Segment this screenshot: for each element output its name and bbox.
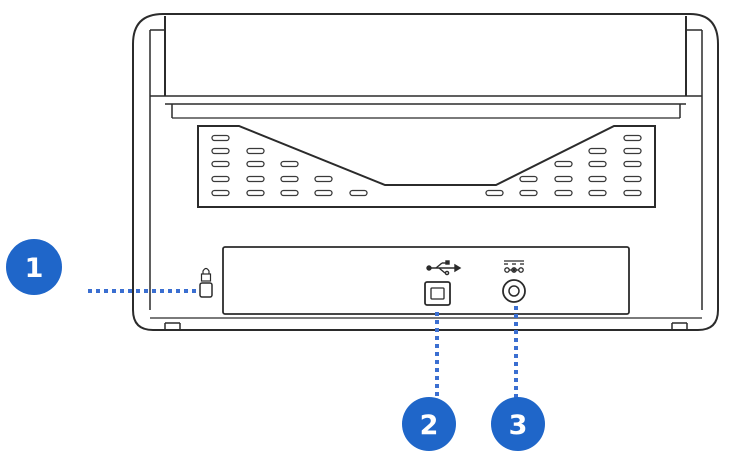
power-jack xyxy=(502,260,526,303)
vent-slot xyxy=(314,175,333,183)
vent-slot xyxy=(314,189,333,197)
callout-badge-3: 3 xyxy=(491,397,545,451)
usb-icon xyxy=(426,260,462,276)
vent-slot xyxy=(588,160,607,168)
kensington-lock-slot xyxy=(199,267,213,298)
vent-slot xyxy=(211,189,230,197)
vent-slot xyxy=(246,175,265,183)
lock-icon xyxy=(200,267,212,282)
vent-slot xyxy=(554,189,573,197)
vent-slot xyxy=(588,189,607,197)
callout-number-2: 2 xyxy=(420,410,439,441)
vent-slots xyxy=(211,134,642,197)
vent-slot xyxy=(349,189,368,197)
vent-slot xyxy=(623,175,642,183)
vent-slot xyxy=(623,147,642,155)
vent-slot xyxy=(246,160,265,168)
vent-slot xyxy=(554,175,573,183)
usb-port xyxy=(424,260,462,306)
vent-slot xyxy=(211,175,230,183)
callout-leaders xyxy=(88,289,518,402)
callout-number-3: 3 xyxy=(509,410,528,441)
vent-slot xyxy=(623,189,642,197)
connector-panel xyxy=(222,246,630,315)
vent-slot xyxy=(623,134,642,142)
vent-slot xyxy=(280,175,299,183)
vent-slot xyxy=(246,189,265,197)
callout-badge-1: 1 xyxy=(6,239,62,295)
vent-slot xyxy=(280,189,299,197)
vent-slot xyxy=(588,175,607,183)
vent-slot xyxy=(519,189,538,197)
vent-slot xyxy=(554,160,573,168)
callout-badge-2: 2 xyxy=(402,397,456,451)
vent-slot xyxy=(588,147,607,155)
vent-slot xyxy=(623,160,642,168)
dc-power-icon xyxy=(504,260,524,273)
vent-slot xyxy=(211,134,230,142)
vent-grille xyxy=(197,125,656,208)
vent-slot xyxy=(485,189,504,197)
vent-slot xyxy=(519,175,538,183)
vent-slot xyxy=(211,160,230,168)
callout-number-1: 1 xyxy=(25,253,44,284)
vent-slot xyxy=(246,147,265,155)
vent-slot xyxy=(211,147,230,155)
vent-slot xyxy=(280,160,299,168)
